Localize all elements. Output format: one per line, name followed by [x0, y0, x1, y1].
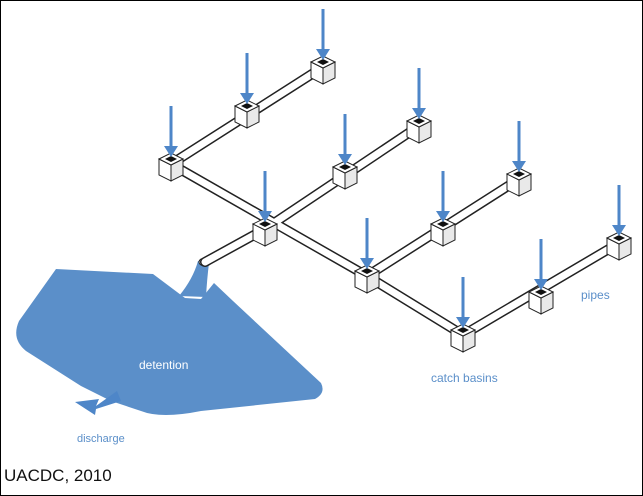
catch-basin-grate [457, 327, 469, 333]
catch-basin-grate [259, 221, 271, 227]
arrow-head [164, 146, 178, 157]
catch-basin [527, 285, 555, 315]
down-arrow-icon [316, 9, 330, 60]
pipes-label: pipes [581, 288, 610, 302]
catch-basin [353, 264, 381, 294]
down-arrow-icon [534, 239, 548, 290]
catch-basin [505, 167, 533, 197]
detention-label: detention [139, 358, 188, 372]
down-arrow-icon [412, 68, 426, 119]
down-arrow-icon [338, 114, 352, 165]
arrow-head [412, 108, 426, 119]
arrow-head [612, 225, 626, 236]
image-credit: UACDC, 2010 [4, 466, 112, 485]
outflow-stream [179, 261, 209, 297]
arrow-shaft [539, 239, 543, 283]
arrow-shaft [263, 171, 267, 215]
down-arrow-icon [456, 277, 470, 328]
catch-basin-grate [513, 171, 525, 177]
catch-basin [605, 231, 633, 261]
catch-basin [331, 160, 359, 190]
discharge-label: discharge [77, 433, 125, 445]
arrow-shaft [617, 185, 621, 229]
down-arrow-icon [612, 185, 626, 236]
catch-basin-grate [437, 221, 449, 227]
catch-basin [251, 217, 279, 247]
down-arrow-icon [360, 218, 374, 269]
catch-basin-grate [241, 103, 253, 109]
discharge-arrow-icon [75, 391, 121, 415]
down-arrow-icon [240, 53, 254, 104]
down-arrow-icon [436, 171, 450, 222]
arrow-shaft [321, 9, 325, 53]
arrow-shaft [343, 114, 347, 158]
arrow-head [456, 317, 470, 328]
catch-basin-grate [361, 268, 373, 274]
detention-pond: detention [16, 257, 323, 415]
arrow-head [534, 279, 548, 290]
catch-basin [405, 114, 433, 144]
catch-basin [309, 55, 337, 85]
catch-basin [157, 152, 185, 182]
catch-basin [233, 99, 261, 129]
catch-basins [157, 9, 633, 353]
down-arrow-icon [512, 121, 526, 172]
arrow-shaft [245, 53, 249, 97]
catch-basin-grate [165, 156, 177, 162]
catch-basin-grate [413, 118, 425, 124]
arrow-head [512, 161, 526, 172]
arrow-head [360, 258, 374, 269]
arrow-head [240, 93, 254, 104]
catch-basin-grate [339, 164, 351, 170]
arrow-shaft [365, 218, 369, 262]
arrow-shaft [461, 277, 465, 321]
catch-basin-grate [535, 289, 547, 295]
arrow-head [316, 49, 330, 60]
down-arrow-icon [164, 106, 178, 157]
catch-basins-label: catch basins [431, 371, 498, 385]
arrow-shaft [417, 68, 421, 112]
arrow-shaft [169, 106, 173, 150]
catch-basin [449, 323, 477, 353]
arrow-shaft [441, 171, 445, 215]
arrow-head [436, 211, 450, 222]
catch-basin [429, 217, 457, 247]
catch-basin-grate [613, 235, 625, 241]
pond-shape [16, 269, 323, 415]
down-arrow-icon [258, 171, 272, 222]
arrow-head [338, 154, 352, 165]
arrow-shaft [517, 121, 521, 165]
catch-basin-grate [317, 59, 329, 65]
arrow-head [258, 211, 272, 222]
